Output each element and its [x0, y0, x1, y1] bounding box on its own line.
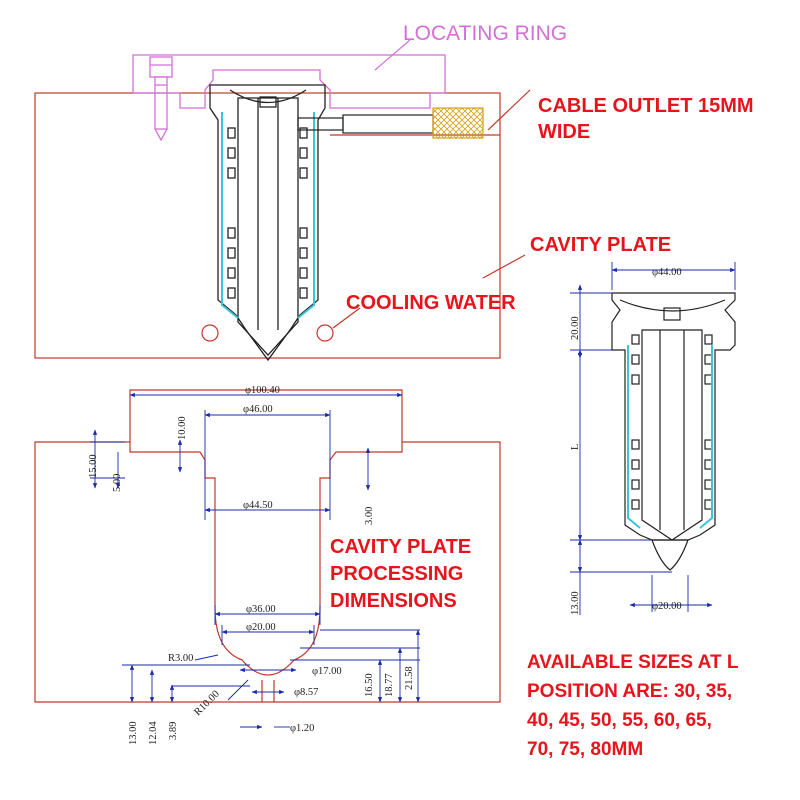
cavity-processing-view: φ100.40 φ46.00 φ44.50 φ36.00 φ20.00 φ17.…	[34, 385, 501, 745]
cable-outlet	[297, 107, 484, 139]
cooling-sleeve	[221, 112, 315, 319]
dim-v5-00: 5.00	[112, 474, 123, 492]
processing-label-1: CAVITY PLATE	[330, 536, 471, 558]
nozzle-detail-dims	[570, 262, 736, 615]
cable-outlet-label-1: CABLE OUTLET 15MM	[538, 95, 754, 117]
dim-r10-00: R10.00	[192, 689, 221, 718]
dim-d100-40: φ100.40	[245, 385, 280, 396]
gate-orifice	[261, 680, 275, 702]
dim-v12-04: 12.04	[148, 721, 159, 745]
cooling-hole-right	[316, 324, 334, 342]
sizes-note-line2: POSITION ARE: 30, 35,	[527, 681, 732, 702]
dim-v15-00: 15.00	[88, 454, 99, 478]
dim-d20-00: φ20.00	[246, 622, 276, 633]
nozzle-detail-heaters	[631, 334, 713, 510]
dim-v16-50: 16.50	[364, 673, 375, 697]
cooling-water-label: COOLING WATER	[346, 292, 516, 314]
dim-v3-89: 3.89	[168, 722, 179, 740]
dim-d17-00: φ17.00	[312, 666, 342, 677]
dim-v13-00: 13.00	[128, 721, 139, 745]
cooling-hole-left	[201, 324, 219, 342]
nozzle-dim-v20-00: 20.00	[570, 316, 581, 340]
nozzle-dim-L: L	[570, 444, 581, 450]
top-assembly-view	[34, 39, 531, 362]
locating-ring	[132, 54, 446, 142]
cavity-plate-top	[34, 92, 501, 359]
dim-r3-00: R3.00	[168, 653, 193, 664]
heater-elements-left	[227, 127, 236, 299]
cooling-water-leader	[332, 307, 361, 329]
dim-v21-58: 21.58	[404, 666, 415, 690]
sizes-note-line3: 40, 45, 50, 55, 60, 65,	[527, 710, 712, 731]
cavity-plate-label: CAVITY PLATE	[530, 234, 671, 256]
nozzle-dim-d20-00: φ20.00	[652, 601, 682, 612]
locating-ring-leader	[374, 39, 411, 71]
processing-label-2: PROCESSING	[330, 563, 463, 585]
sizes-note-line1: AVAILABLE SIZES AT L	[527, 652, 739, 673]
nozzle-detail-view: φ44.00 20.00 L 13.00 φ20.00	[570, 262, 736, 615]
nozzle-top	[209, 84, 326, 362]
dim-d44-50: φ44.50	[243, 500, 273, 511]
dim-d46-00: φ46.00	[243, 404, 273, 415]
dim-v18-77: 18.77	[384, 673, 395, 697]
cable-outlet-label-2: WIDE	[538, 121, 590, 143]
nozzle-dim-d44-00: φ44.00	[652, 267, 682, 278]
sizes-note-line4: 70, 75, 80MM	[527, 739, 643, 760]
dim-d8-57: φ8.57	[294, 687, 318, 698]
locating-ring-label: LOCATING RING	[403, 22, 567, 45]
processing-label-3: DIMENSIONS	[330, 590, 457, 612]
cavity-plate-leader	[482, 254, 526, 279]
nozzle-detail-cooling	[627, 345, 713, 529]
dim-v10-00: 10.00	[177, 416, 188, 440]
nozzle-dim-v13-00: 13.00	[570, 591, 581, 615]
heater-elements-right	[299, 127, 308, 299]
cable-outlet-leader	[487, 89, 531, 131]
cavity-pocket	[129, 442, 403, 676]
dim-d36-00: φ36.00	[246, 604, 276, 615]
dim-v3-00: 3.00	[364, 507, 375, 525]
dimension-lines	[90, 392, 421, 730]
dim-d1-20: φ1.20	[290, 723, 314, 734]
